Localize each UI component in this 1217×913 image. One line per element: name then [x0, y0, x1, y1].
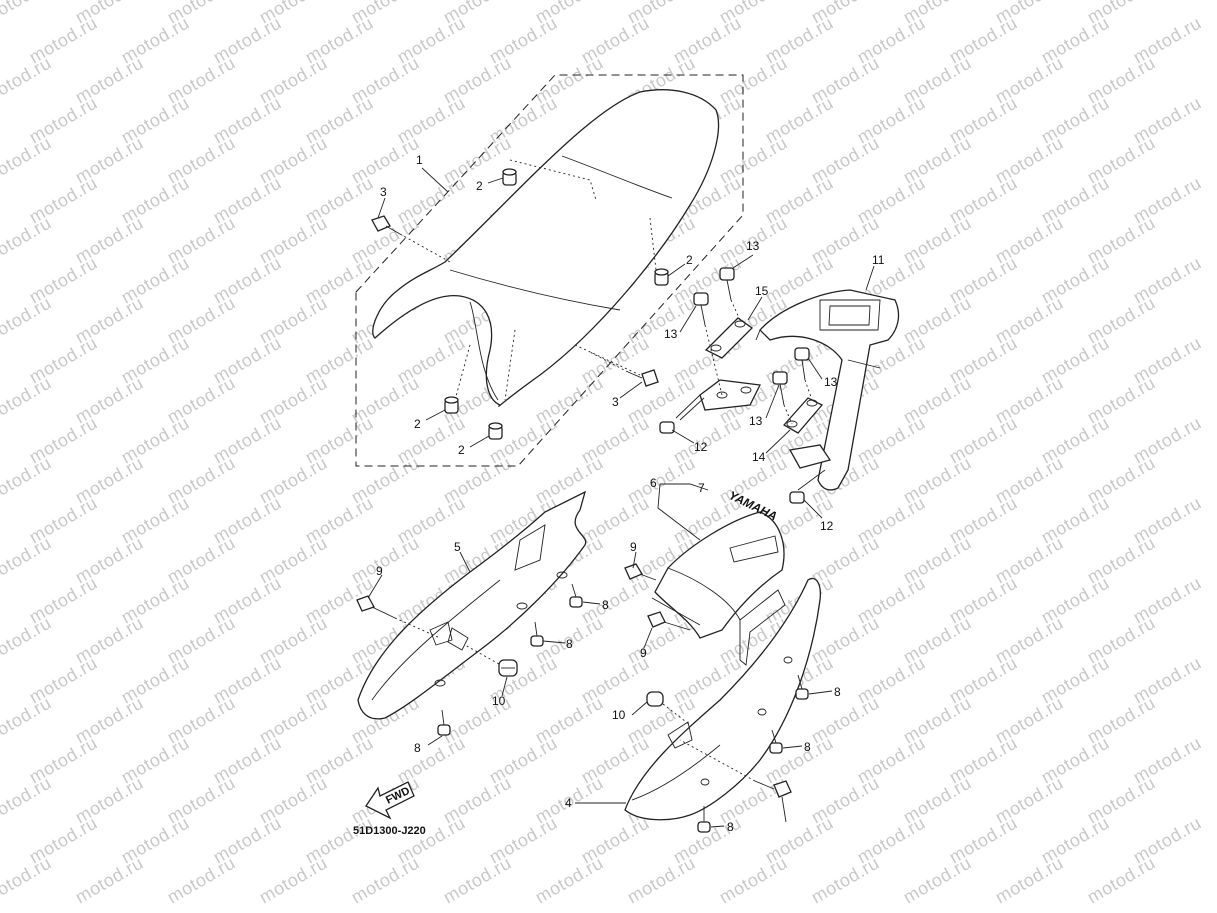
- damper-part-2-left: [444, 396, 459, 414]
- callout-9-tail-lower: 9: [640, 646, 647, 660]
- screw-part-8-e: [769, 729, 783, 754]
- cap-part-12-b: [789, 491, 805, 504]
- callout-12-a: 12: [694, 440, 708, 454]
- bolt-part-13-a: [719, 267, 741, 321]
- damper-part-2-right: [654, 268, 669, 286]
- callout-leaders: [367, 167, 875, 828]
- callout-2-bottom: 2: [458, 443, 465, 457]
- bolt-part-9-upper: [624, 563, 657, 581]
- callout-2-top: 2: [476, 179, 483, 193]
- damper-part-2-bottom: [488, 422, 503, 440]
- callout-3-left: 3: [380, 185, 387, 199]
- callout-8-b: 8: [566, 637, 573, 651]
- grommet-part-10-left: [464, 644, 518, 677]
- seat-group-boundary: [355, 74, 744, 467]
- tail-cover-part-6: [651, 511, 785, 639]
- callout-11: 11: [872, 253, 885, 267]
- callout-9-tail-upper: 9: [630, 540, 637, 554]
- callout-1: 1: [416, 153, 423, 167]
- callout-9-left: 9: [376, 564, 383, 578]
- bracket-part-14: [782, 397, 824, 434]
- callout-13-b: 13: [664, 327, 678, 341]
- screw-part-8-d: [795, 674, 809, 700]
- callout-13-d: 13: [749, 414, 763, 428]
- screw-part-8-b: [530, 621, 544, 647]
- callout-5: 5: [454, 540, 461, 554]
- grommet-part-10-right: [646, 691, 691, 726]
- seat: [372, 89, 720, 407]
- screw-part-8-c: [437, 709, 451, 736]
- callout-13-c: 13: [824, 375, 838, 389]
- screw-part-8-f: [697, 806, 711, 833]
- bolt-part-9-right: [679, 739, 792, 798]
- cap-part-12-a: [659, 421, 675, 434]
- callout-8-d: 8: [834, 685, 841, 699]
- callout-13-a: 13: [746, 239, 760, 253]
- callout-8-f: 8: [727, 820, 734, 834]
- screw-part-8-a: [569, 583, 583, 608]
- diagram-reference-code: 51D1300-J220: [353, 825, 426, 837]
- callout-2-right: 2: [686, 253, 693, 267]
- callout-10-right: 10: [612, 708, 626, 722]
- grab-bar-part-11: [675, 289, 900, 491]
- callout-7: 7: [698, 481, 705, 495]
- callout-2-left: 2: [414, 417, 421, 431]
- callout-14: 14: [752, 450, 766, 464]
- bolt-part-13-d: [772, 371, 793, 425]
- bolt-part-13-c: [794, 347, 813, 401]
- plate-part-15: [704, 317, 754, 359]
- damper-part-2-top: [502, 168, 517, 186]
- bolt-part-9-middle: [647, 611, 691, 631]
- bolt-part-3-left: [371, 215, 451, 263]
- bolt-part-9-left: [356, 595, 441, 639]
- callout-6: 6: [650, 476, 657, 490]
- callout-12-b: 12: [820, 519, 834, 533]
- side-cover-part-5: [357, 490, 587, 720]
- side-cover-part-4: [624, 577, 821, 821]
- bolt-part-13-b: [693, 292, 723, 396]
- bolt-part-3-right: [589, 351, 659, 387]
- callout-4: 4: [565, 796, 572, 810]
- fwd-arrow-icon: [365, 781, 415, 820]
- callout-8-e: 8: [804, 740, 811, 754]
- callout-10-left: 10: [492, 694, 506, 708]
- callout-8-c: 8: [414, 741, 421, 755]
- callout-8-a: 8: [602, 598, 609, 612]
- callout-3-right: 3: [612, 395, 619, 409]
- callout-15: 15: [755, 284, 769, 298]
